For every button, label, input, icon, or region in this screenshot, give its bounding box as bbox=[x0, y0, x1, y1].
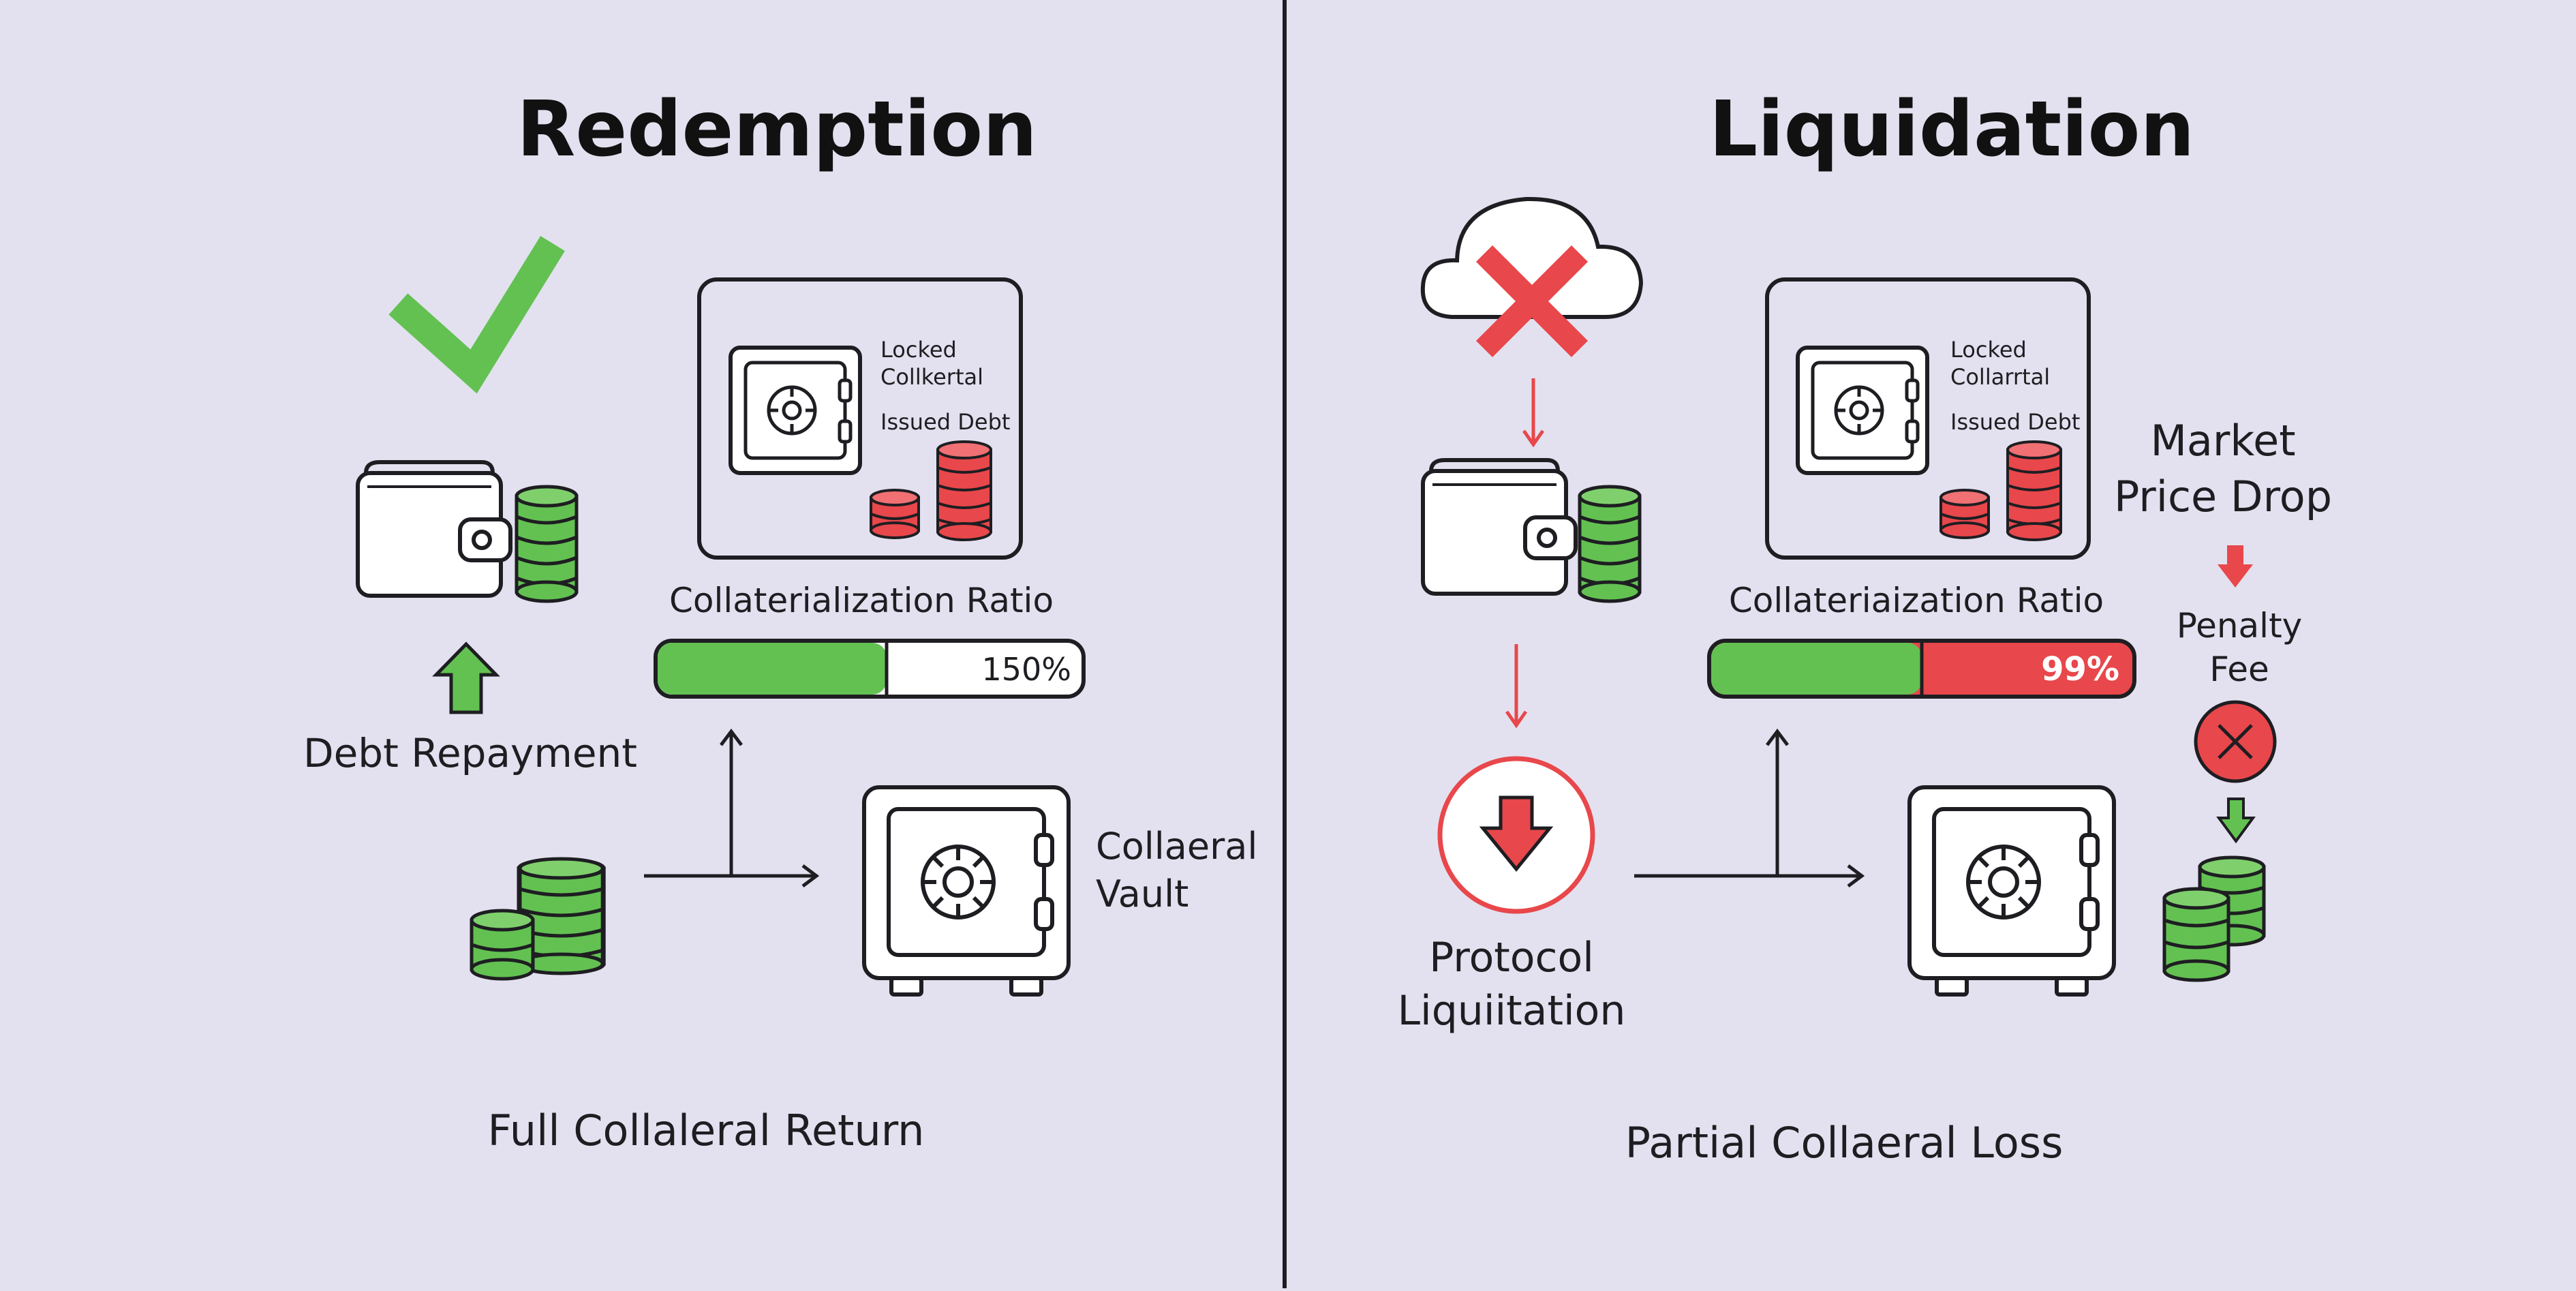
vault-title-line2: Collkertal bbox=[880, 364, 983, 390]
outcome-label: Full Collaleral Return bbox=[488, 1106, 925, 1155]
small-safe-icon-2 bbox=[1798, 348, 1927, 473]
ratio-value: 150% bbox=[981, 651, 1071, 688]
remaining-coins-icon bbox=[2162, 855, 2266, 982]
cloud-icon bbox=[1420, 196, 1644, 319]
penalty-line1: Penalty bbox=[2177, 606, 2303, 646]
redemption-title: Redemption bbox=[517, 85, 1037, 174]
collateral-vault-line1: Collaeral bbox=[1096, 825, 1257, 868]
protocol-line1: Protocol bbox=[1429, 934, 1594, 982]
red-down-arrowhead bbox=[1522, 429, 1545, 448]
liquidation-title: Liquidation bbox=[1709, 85, 2194, 174]
ratio-label-2: Collateriaization Ratio bbox=[1729, 581, 2104, 620]
collateral-coins-icon bbox=[470, 859, 603, 981]
up-arrowhead-2 bbox=[1766, 728, 1789, 746]
green-coins-icon bbox=[517, 487, 577, 601]
up-arrowhead bbox=[720, 728, 743, 746]
up-arrow-icon bbox=[432, 641, 500, 714]
red-down-arrowhead-2 bbox=[1505, 710, 1528, 729]
issued-debt-label-2: Issued Debt bbox=[1950, 409, 2080, 435]
ratio-value-2: 99% bbox=[2041, 650, 2119, 688]
down-arrow-icon bbox=[1479, 795, 1554, 872]
red-coins-icon-2 bbox=[1939, 440, 2062, 541]
green-coins-icon-2 bbox=[1580, 487, 1640, 601]
small-safe-icon bbox=[731, 348, 860, 473]
penalty-line2: Fee bbox=[2209, 650, 2269, 689]
cross-icon bbox=[1475, 245, 1589, 358]
ratio-label: Collaterialization Ratio bbox=[669, 581, 1054, 620]
vault-title-line2-2: Collarrtal bbox=[1950, 364, 2050, 390]
locked-vault-panel-2 bbox=[1765, 277, 2091, 560]
locked-word: Locked bbox=[880, 337, 957, 363]
debt-repayment-label: Debt Repayment bbox=[303, 730, 637, 776]
collateral-vault-line2: Vault bbox=[1096, 872, 1189, 915]
market-line1: Market bbox=[2150, 416, 2295, 466]
outcome-label-2: Partial Collaeral Loss bbox=[1625, 1118, 2064, 1168]
red-coins-icon bbox=[870, 440, 992, 541]
wallet-icon-2 bbox=[1423, 460, 1576, 594]
locked-word-2: Locked bbox=[1950, 337, 2027, 363]
price-drop-arrow-icon bbox=[2218, 545, 2253, 588]
market-line2: Price Drop bbox=[2114, 472, 2332, 521]
locked-vault-panel bbox=[697, 277, 1023, 560]
flow-arrowhead-2 bbox=[1847, 864, 1865, 887]
green-down-arrow-icon bbox=[2216, 798, 2256, 844]
issued-debt-label: Issued Debt bbox=[880, 409, 1010, 435]
penalty-cross-mark bbox=[2218, 724, 2253, 759]
protocol-line2: Liquiitation bbox=[1398, 987, 1626, 1035]
collateral-vault-icon bbox=[864, 787, 1069, 994]
ratio-bar-fill bbox=[658, 643, 887, 695]
ratio-bar-fill-2 bbox=[1711, 643, 1922, 695]
collateral-vault-icon-2 bbox=[1910, 787, 2114, 994]
flow-arrowhead bbox=[801, 864, 820, 887]
check-icon bbox=[388, 236, 565, 394]
wallet-icon bbox=[358, 462, 510, 596]
